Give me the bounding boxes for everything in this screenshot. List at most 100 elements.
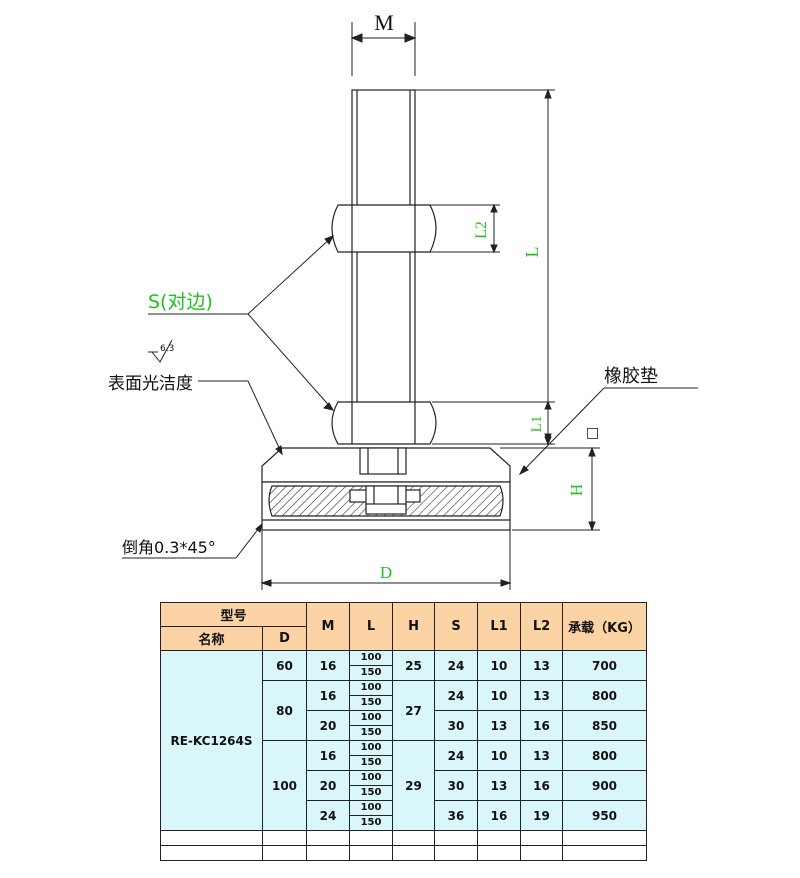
cell-l2: 16 [520,770,564,801]
header-load: 承载（KG） [562,602,648,651]
cell-s: 24 [434,740,479,771]
cell-s: 30 [434,770,479,801]
cell-l-a: 100 [350,652,392,666]
surface-finish-value: 6.3 [160,344,174,354]
label-rubber-pad: 橡胶垫 [604,366,658,387]
cell-m: 20 [306,770,351,801]
label-chamfer: 倒角0.3*45° [122,538,216,557]
label-d: D [380,563,392,582]
lower-nut [331,401,437,445]
leader-chamfer [122,522,263,559]
cell-load: 700 [562,650,648,681]
cell-l-a: 100 [350,802,392,816]
cell-l1: 10 [477,650,522,681]
header-name: 名称 [160,626,263,651]
cell-l1: 10 [477,680,522,711]
label-s: S(对边) [148,291,213,313]
cell-l-b: 150 [360,667,382,678]
label-box: □ [586,425,599,441]
table-blank-row [160,845,648,861]
cell-load: 800 [562,680,648,711]
rubber-pad [262,485,510,521]
dimension-m [350,22,417,76]
cell-l-b: 150 [360,817,382,828]
cell-l1: 16 [477,800,522,831]
header-l1: L1 [477,602,522,651]
label-h: H [567,484,586,496]
cell-d: 80 [261,680,308,741]
cell-l-b: 150 [360,757,382,768]
cell-m: 16 [306,650,351,681]
cell-d: 60 [261,650,308,681]
leader-s [148,235,335,411]
cell-h: 27 [392,680,436,741]
table-blank-row [160,830,648,846]
cell-l-b: 150 [360,697,382,708]
cell-l-a: 100 [350,772,392,786]
cell-l-b: 150 [360,727,382,738]
dimension-d [260,530,512,590]
leveling-foot-drawing: M L L2 L1 [108,10,698,590]
cell-l-a: 100 [350,742,392,756]
spec-table: 型号 M L H S L1 L2 承载（KG） 名称 D RE-KC1264S … [159,602,648,861]
label-l: L [522,247,542,258]
label-l1: L1 [529,416,545,433]
leader-pad [518,387,698,476]
cell-s: 36 [434,800,479,831]
header-l: L [349,602,394,651]
cell-l2: 13 [520,680,564,711]
cell-l2: 13 [520,650,564,681]
cell-s: 24 [434,650,479,681]
label-m: M [374,10,394,35]
bolt-shaft [351,89,416,443]
dimension-l2 [430,203,500,254]
dimension-h [500,446,600,532]
label-l2: L2 [473,221,490,239]
cell-l2: 16 [520,710,564,741]
cell-d: 100 [261,740,308,831]
cell-m: 16 [306,740,351,771]
cell-l1: 10 [477,740,522,771]
cell-l1: 13 [477,770,522,801]
cell-load: 900 [562,770,648,801]
dimension-l1 [432,400,555,446]
dimension-l [415,88,555,444]
upper-nut [331,204,437,253]
cell-h: 25 [392,650,436,681]
cell-s: 30 [434,710,479,741]
cell-l1: 13 [477,710,522,741]
surface-finish-symbol [148,339,283,456]
cell-load: 950 [562,800,648,831]
base-housing [261,447,511,483]
header-l2: L2 [520,602,564,651]
cell-m: 16 [306,680,351,711]
header-h: H [392,602,436,651]
header-m: M [306,602,351,651]
cell-model-name: RE-KC1264S [160,650,263,831]
cell-l-a: 100 [350,682,392,696]
header-model: 型号 [159,602,308,627]
cell-l2: 19 [520,800,564,831]
cell-s: 24 [434,680,479,711]
header-d: D [261,626,308,651]
cell-l-b: 150 [360,787,382,798]
cell-load: 800 [562,740,648,771]
cell-load: 850 [562,710,648,741]
cell-m: 20 [306,710,351,741]
cell-m: 24 [306,800,351,831]
header-s: S [434,602,479,651]
cell-l2: 13 [520,740,564,771]
label-surface-finish: 表面光洁度 [108,374,193,394]
cell-l-a: 100 [350,712,392,726]
cell-h: 29 [392,740,436,831]
